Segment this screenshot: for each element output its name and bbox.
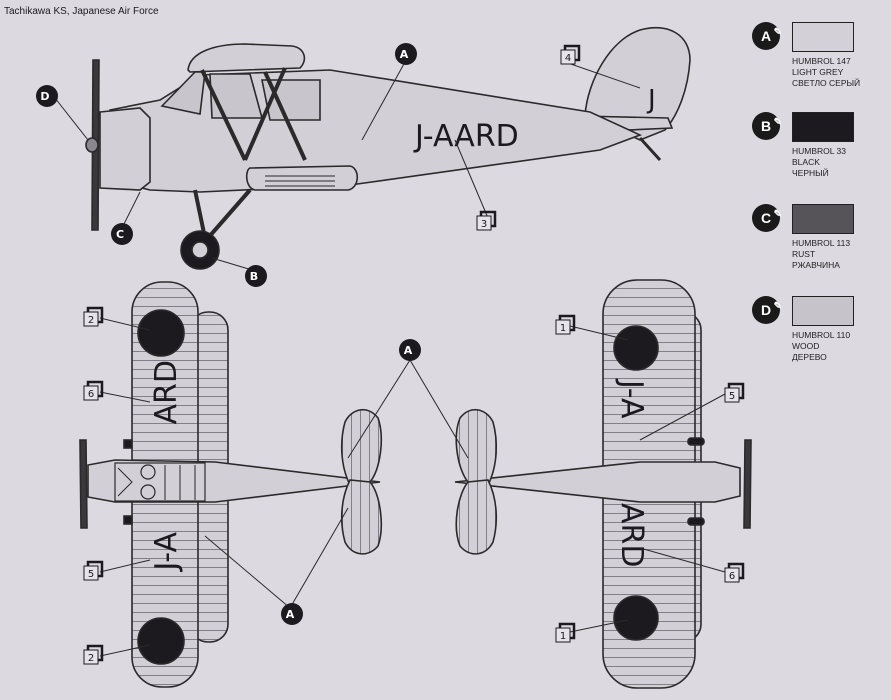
paint-badge-b: B✎	[752, 112, 782, 140]
side-lower-wing	[245, 165, 359, 191]
left-roundel-bottom	[137, 617, 185, 665]
svg-text:A: A	[286, 608, 295, 621]
leader-lines	[54, 61, 726, 657]
right-roundel-bottom	[613, 595, 659, 641]
side-strut-2	[243, 67, 287, 161]
decal-6-right: 6	[724, 562, 745, 583]
left-tailplane-lower	[340, 479, 383, 555]
svg-text:2: 2	[88, 315, 94, 326]
decal-4: 4	[560, 44, 581, 65]
decal-5-right: 5	[724, 382, 745, 403]
left-fuselage	[87, 459, 381, 503]
right-wing-text-bottom: ARD	[614, 503, 649, 567]
callout-a-bottom: A	[281, 603, 303, 625]
left-tailplane-upper	[340, 409, 383, 486]
left-cockpit	[114, 462, 206, 502]
svg-text:1: 1	[560, 323, 566, 334]
svg-text:5: 5	[88, 569, 94, 580]
right-fuselage	[454, 461, 741, 503]
right-propeller	[743, 439, 752, 529]
top-view-left	[79, 281, 383, 688]
svg-text:A: A	[400, 48, 409, 61]
top-view-right	[454, 279, 752, 689]
swatch-rust	[792, 204, 854, 234]
side-gear-brace	[206, 188, 252, 240]
decal-1-top: 1	[555, 314, 576, 335]
svg-text:2: 2	[88, 653, 94, 664]
swatch-light-grey	[792, 22, 854, 52]
svg-text:3: 3	[481, 219, 487, 230]
decal-2-top: 2	[83, 306, 104, 327]
left-wing-text-top: ARD	[149, 360, 184, 424]
left-propeller	[79, 439, 88, 529]
svg-text:5: 5	[729, 391, 735, 402]
side-tail-fin	[584, 26, 691, 141]
side-upper-wing	[187, 43, 306, 73]
svg-text:A: A	[404, 344, 413, 357]
right-roundel-top	[613, 325, 659, 371]
svg-text:6: 6	[729, 571, 735, 582]
svg-text:4: 4	[565, 53, 571, 64]
swatch-wood	[792, 296, 854, 326]
callout-a-top: A	[399, 339, 421, 361]
right-tailplane-upper	[455, 409, 498, 486]
svg-text:6: 6	[88, 389, 94, 400]
decal-3-side: 3	[476, 210, 497, 231]
callout-a-side: A	[395, 43, 417, 65]
right-wing-text-top: J-A	[614, 378, 649, 419]
callout-d-side: D	[36, 85, 58, 107]
left-wing-text-bottom: J-A	[149, 532, 184, 573]
side-strut-3	[263, 71, 307, 161]
side-tail-skid	[638, 136, 662, 162]
swatch-black	[792, 112, 854, 142]
svg-text:D: D	[40, 90, 49, 103]
side-fin-letter: J	[646, 85, 656, 115]
paint-badge-c: C✎	[752, 204, 782, 232]
side-strut-1	[200, 69, 247, 161]
side-engine-cowl	[99, 107, 151, 191]
callout-c-side: C	[111, 223, 133, 245]
decal-1-bottom: 1	[555, 622, 576, 643]
side-registration: J-AARD	[413, 119, 519, 154]
paint-badge-a: A✎	[752, 22, 782, 50]
decal-5-left: 5	[83, 560, 104, 581]
right-tailplane-lower	[455, 479, 498, 555]
sheet-title: Tachikawa KS, Japanese Air Force	[4, 6, 159, 17]
decal-2-bottom: 2	[83, 644, 104, 665]
paint-badge-d: D✎	[752, 296, 782, 324]
svg-text:C: C	[116, 228, 124, 241]
svg-text:B: B	[250, 270, 258, 283]
left-roundel-top	[137, 309, 185, 357]
side-gear-leg	[193, 189, 207, 239]
decal-6-left: 6	[83, 380, 104, 401]
side-view	[85, 26, 691, 270]
svg-text:1: 1	[560, 631, 566, 642]
callout-b-side: B	[245, 265, 267, 287]
side-spinner	[85, 137, 99, 153]
